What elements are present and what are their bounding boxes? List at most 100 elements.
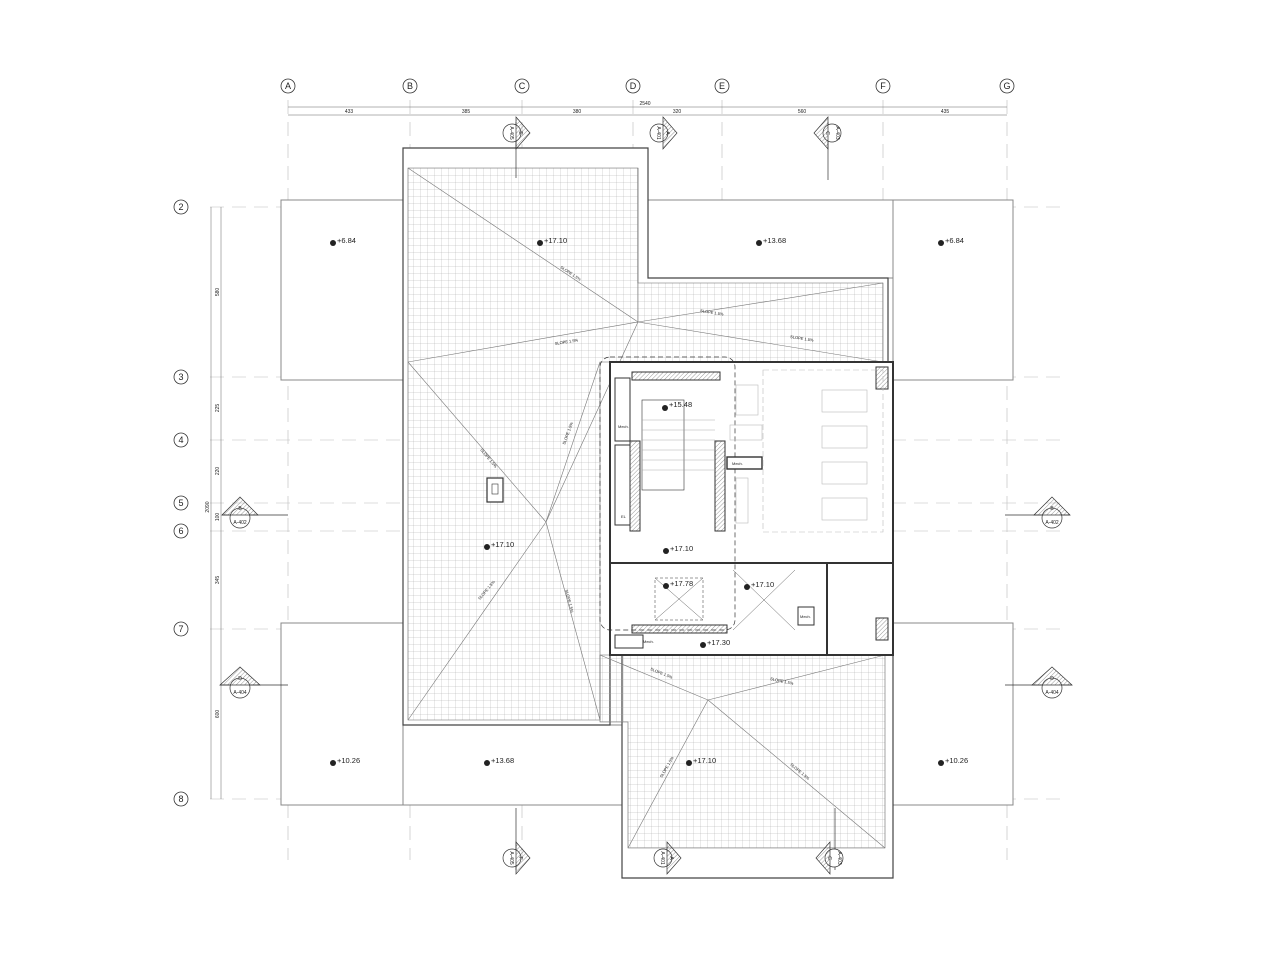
grid-bubble-c: C <box>514 78 530 94</box>
svg-text:600: 600 <box>215 710 221 719</box>
svg-text:+17.10: +17.10 <box>670 544 693 553</box>
roof-hatch <box>486 477 504 503</box>
core-block <box>599 356 894 656</box>
svg-text:A-402: A-402 <box>233 520 247 526</box>
svg-text:+17.10: +17.10 <box>751 580 774 589</box>
grid-bubble-e: E <box>714 78 730 94</box>
svg-text:435: 435 <box>941 109 950 115</box>
svg-text:220: 220 <box>215 467 221 476</box>
svg-text:Mech.: Mech. <box>618 424 629 429</box>
svg-text:SLOPE 1.5%: SLOPE 1.5% <box>564 589 575 613</box>
elevation-markers: +6.84 +17.10 +13.68 +6.84 +15.48 +17.10 … <box>330 236 968 766</box>
svg-text:B: B <box>238 506 242 512</box>
grid-bubble-f: F <box>875 78 891 94</box>
svg-text:580: 580 <box>215 288 221 297</box>
grid-bubble-6: 6 <box>173 523 189 539</box>
svg-text:+10.26: +10.26 <box>337 756 360 765</box>
main-roof <box>402 147 894 879</box>
svg-text:8: 8 <box>178 794 183 804</box>
svg-text:5: 5 <box>178 498 183 508</box>
section-marker-bottom-f: A-405 F <box>502 808 531 875</box>
elevation-marker: +6.84 <box>938 236 964 246</box>
svg-text:6: 6 <box>178 526 183 536</box>
column-bubbles: A B C D E F G <box>280 78 1015 94</box>
svg-text:A-401: A-401 <box>659 851 665 865</box>
svg-text:+17.30: +17.30 <box>707 638 730 647</box>
horizontal-dimensions: 2540 433 385 380 320 560 435 <box>288 101 1007 116</box>
svg-text:3: 3 <box>178 372 183 382</box>
section-marker-left-b: B A-402 <box>221 496 288 529</box>
vertical-dimensions: 2090 580 225 220 100 345 600 <box>205 207 222 799</box>
svg-text:A: A <box>668 856 674 860</box>
svg-text:A-402: A-402 <box>1045 520 1059 526</box>
svg-text:A: A <box>285 81 291 91</box>
section-marker-left-d: D A-404 <box>219 666 288 699</box>
svg-text:A-404: A-404 <box>233 690 247 696</box>
section-markers: A-405 E A-401 A A-403 C B A-402 B A-402 … <box>219 116 1073 875</box>
svg-text:B: B <box>1050 506 1054 512</box>
svg-text:+17.10: +17.10 <box>491 540 514 549</box>
dim-total: 2540 <box>639 101 650 107</box>
elevation-marker: +17.10 <box>744 580 774 590</box>
elevation-marker: +15.48 <box>662 400 692 411</box>
svg-text:A-403: A-403 <box>834 126 840 140</box>
section-marker-right-b: B A-402 <box>1005 496 1071 529</box>
svg-text:E: E <box>719 81 725 91</box>
section-marker-right-d: D A-404 <box>1005 666 1073 699</box>
grid-bubble-3: 3 <box>173 369 189 385</box>
elevation-marker: +6.84 <box>330 236 356 246</box>
roof-slope-lines <box>407 167 886 849</box>
svg-text:+10.26: +10.26 <box>945 756 968 765</box>
elevation-marker: +17.10 <box>686 756 716 766</box>
svg-text:+15.48: +15.48 <box>669 400 692 409</box>
svg-text:560: 560 <box>798 109 807 115</box>
elevation-marker: +17.78 <box>663 579 693 589</box>
section-marker-top-e: A-405 E <box>502 116 531 178</box>
svg-text:F: F <box>517 856 523 859</box>
svg-text:C: C <box>826 856 832 860</box>
svg-text:2: 2 <box>178 202 183 212</box>
section-marker-top-a: A-401 A <box>649 116 678 150</box>
grid-bubble-7: 7 <box>173 621 189 637</box>
elevation-marker: +17.10 <box>537 236 567 246</box>
row-bubbles: 2 3 4 5 6 7 8 <box>173 199 189 807</box>
svg-text:385: 385 <box>462 109 471 115</box>
svg-text:4: 4 <box>178 435 183 445</box>
svg-text:A-403: A-403 <box>836 851 842 865</box>
lower-roofs <box>280 199 1014 806</box>
svg-text:433: 433 <box>345 109 354 115</box>
elevation-marker: +17.30 <box>700 638 730 648</box>
section-marker-bottom-a: A-401 A <box>653 841 682 875</box>
grid-bubble-4: 4 <box>173 432 189 448</box>
svg-text:2090: 2090 <box>205 501 211 512</box>
svg-text:B: B <box>407 81 413 91</box>
elevation-marker: +13.68 <box>484 756 514 766</box>
grid-bubble-b: B <box>402 78 418 94</box>
svg-text:345: 345 <box>215 576 221 585</box>
svg-text:100: 100 <box>215 513 221 522</box>
svg-text:F: F <box>880 81 886 91</box>
grid-bubble-g: G <box>999 78 1015 94</box>
svg-text:+13.68: +13.68 <box>763 236 786 245</box>
grid-bubble-8: 8 <box>173 791 189 807</box>
svg-text:+17.10: +17.10 <box>544 236 567 245</box>
section-marker-top-c: A-403 C <box>813 116 842 180</box>
svg-text:SLOPE 1.5%: SLOPE 1.5% <box>700 308 724 317</box>
elevation-marker: +17.10 <box>484 540 514 550</box>
svg-text:A: A <box>664 131 670 135</box>
grid-bubble-5: 5 <box>173 495 189 511</box>
svg-text:225: 225 <box>215 404 221 413</box>
svg-text:SLOPE 1.5%: SLOPE 1.5% <box>770 676 795 686</box>
svg-text:A-404: A-404 <box>1045 690 1059 696</box>
svg-text:D: D <box>630 81 637 91</box>
svg-text:C: C <box>824 131 830 135</box>
svg-text:A-401: A-401 <box>655 126 661 140</box>
svg-text:+6.84: +6.84 <box>945 236 964 245</box>
svg-text:320: 320 <box>673 109 682 115</box>
svg-text:D: D <box>1050 676 1054 682</box>
svg-text:+13.68: +13.68 <box>491 756 514 765</box>
svg-text:+17.78: +17.78 <box>670 579 693 588</box>
elevation-marker: +10.26 <box>330 756 360 766</box>
grid-bubble-2: 2 <box>173 199 189 215</box>
